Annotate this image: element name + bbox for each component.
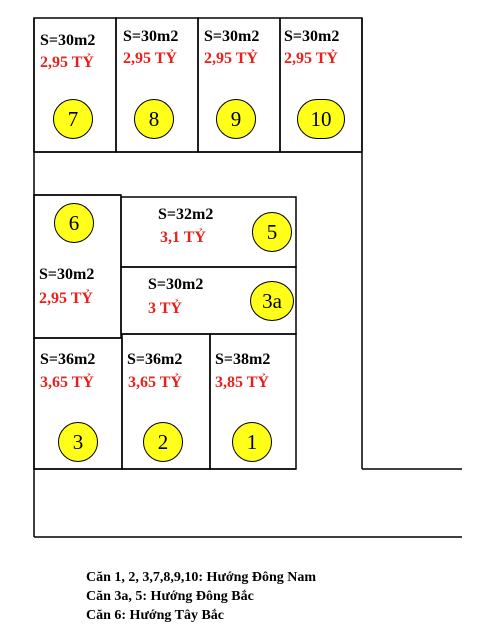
lot-10-area: S=30m2 <box>284 28 340 45</box>
lot-5-price: 3,1 TỶ <box>160 229 206 246</box>
legend-line-northwest: Căn 6: Hướng Tây Bắc <box>86 608 225 623</box>
lot-9-number-badge: 9 <box>216 99 256 139</box>
lot-1-number-badge: 1 <box>232 422 272 462</box>
lot-2-number-badge: 2 <box>143 422 183 462</box>
lot-10-price: 2,95 TỶ <box>284 50 338 67</box>
lot-10-number-badge: 10 <box>297 99 345 139</box>
lot-10-outline <box>279 17 363 153</box>
lot-1-area: S=38m2 <box>215 351 271 368</box>
lot-6-price: 2,95 TỶ <box>39 290 93 307</box>
lot-5-area: S=32m2 <box>158 206 214 223</box>
lot-1-outline <box>209 333 297 470</box>
lot-7-number-badge: 7 <box>53 99 93 139</box>
lot-2-area: S=36m2 <box>127 351 183 368</box>
lot-3a-area: S=30m2 <box>148 276 204 293</box>
lot-9-price: 2,95 TỶ <box>204 50 258 67</box>
lot-3-area: S=36m2 <box>40 351 96 368</box>
lot-8-price: 2,95 TỶ <box>123 50 177 67</box>
lot-5-number-badge: 5 <box>252 212 292 252</box>
lot-9-area: S=30m2 <box>204 28 260 45</box>
lot-7-area: S=30m2 <box>40 32 96 49</box>
lot-7-price: 2,95 TỶ <box>40 54 94 71</box>
lot-3-number-badge: 3 <box>58 422 98 462</box>
lot-6-number-badge: 6 <box>54 203 94 243</box>
lot-1-price: 3,85 TỶ <box>215 374 269 391</box>
lot-3a-price: 3 TỶ <box>148 300 182 317</box>
lot-6-area: S=30m2 <box>39 266 95 283</box>
legend-line-southeast: Căn 1, 2, 3,7,8,9,10: Hướng Đông Nam <box>86 570 317 585</box>
lot-3a-number-badge: 3a <box>250 281 294 321</box>
lot-3-price: 3,65 TỶ <box>40 374 94 391</box>
legend-line-northeast: Căn 3a, 5: Hướng Đông Bắc <box>86 589 254 604</box>
lot-8-area: S=30m2 <box>123 28 179 45</box>
lot-2-price: 3,65 TỶ <box>128 374 182 391</box>
lot-8-number-badge: 8 <box>134 99 174 139</box>
